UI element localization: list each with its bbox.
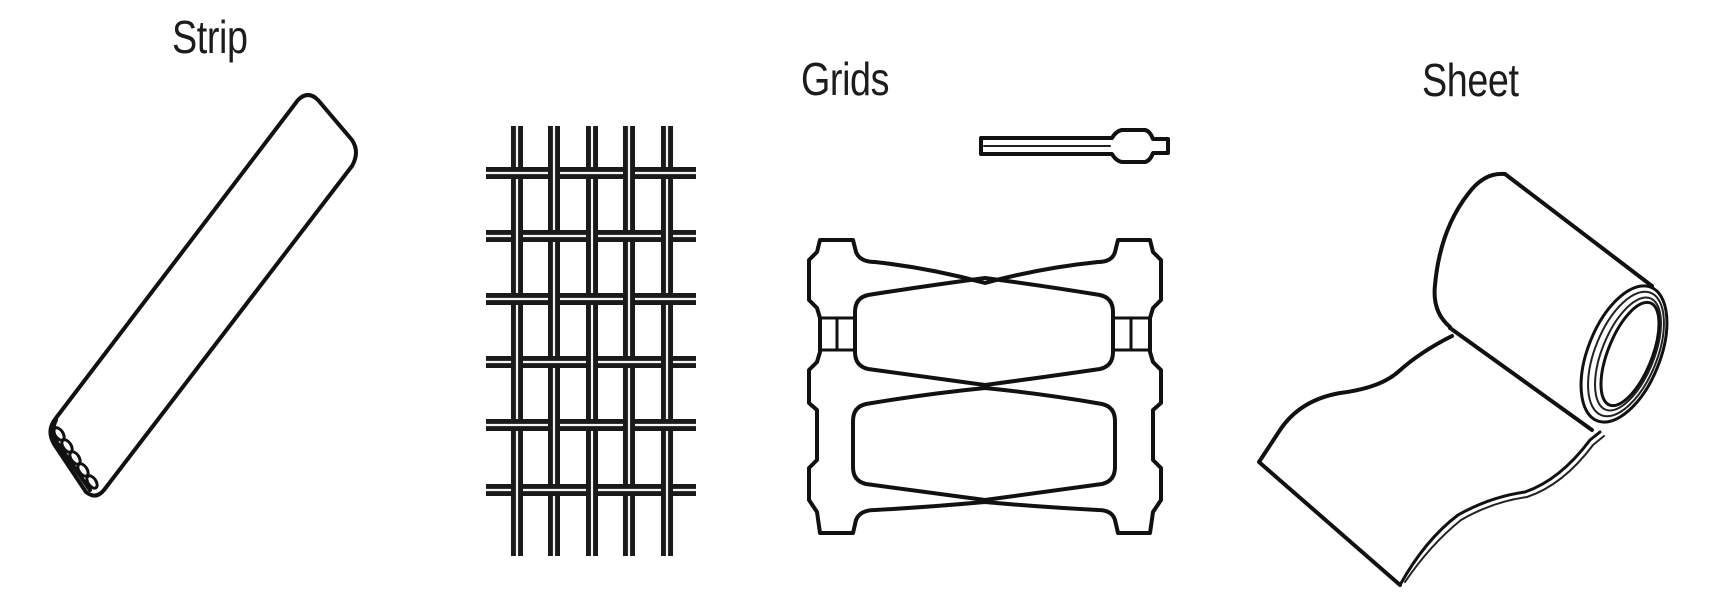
grid-right-connector [1111,316,1152,352]
wire-mesh-icon [486,126,696,556]
mesh-weave-crossings [511,163,673,500]
sheet-roll-icon [1257,171,1669,587]
grid-pin-icon [979,128,1170,164]
grid-lower-window [851,386,1117,502]
grid-plate-icon [807,238,1163,535]
strip-label: Strip [172,11,248,63]
sheet-roll-end-face [1579,284,1669,424]
grids-label: Grids [801,53,890,105]
sheet-label: Sheet [1422,54,1519,106]
grid-left-connector [818,316,857,352]
strip-ports-icon [52,426,99,490]
grid-upper-window [853,276,1115,387]
strip-icon [48,93,358,498]
